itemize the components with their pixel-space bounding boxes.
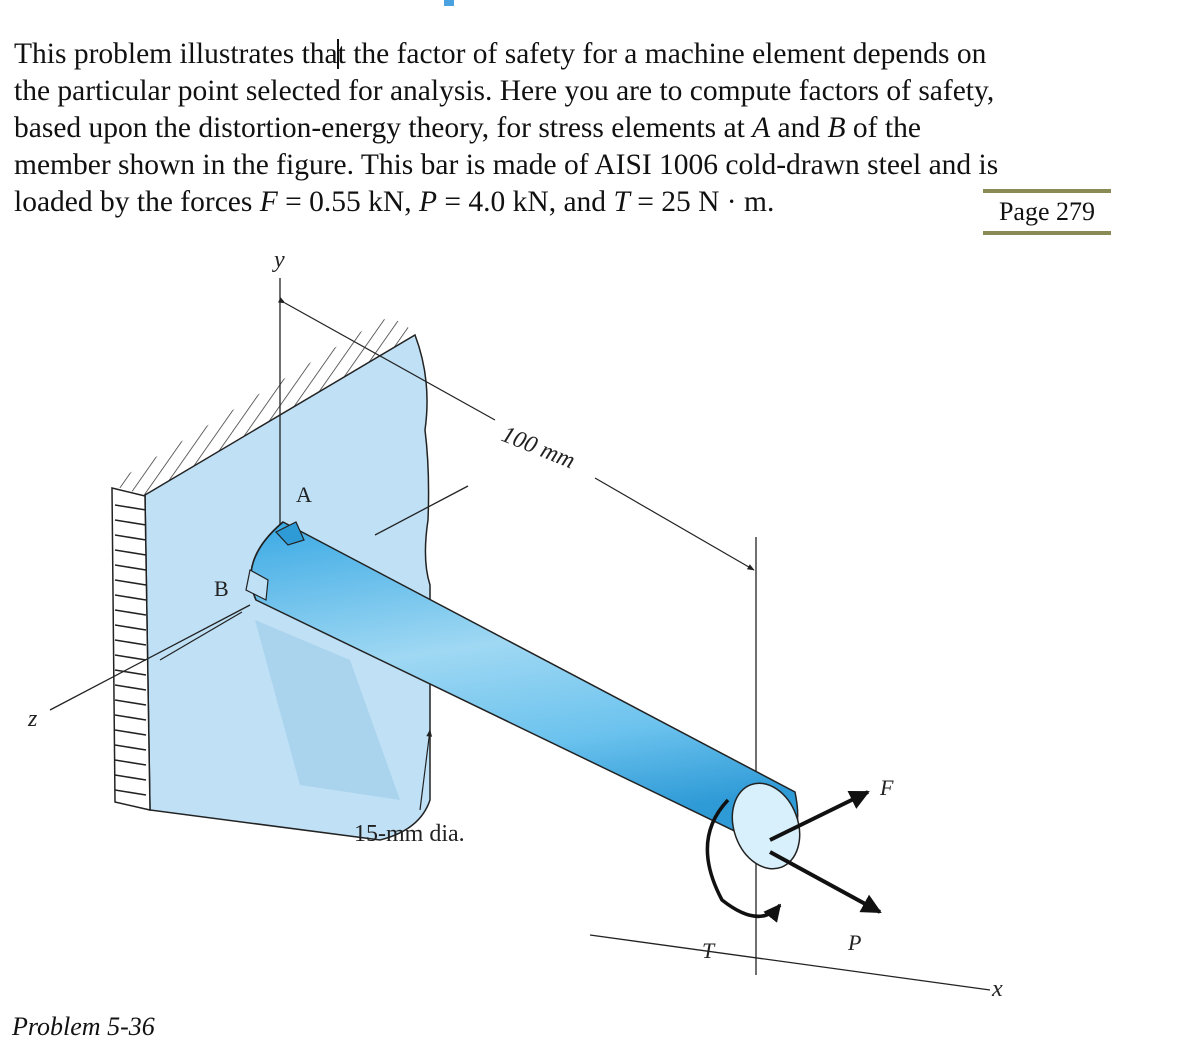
y-axis-label: y xyxy=(272,247,285,273)
wall-top-hatch xyxy=(110,319,415,495)
point-b-label: B xyxy=(214,576,229,601)
text-cursor-marker xyxy=(444,0,454,6)
problem-line-2: the particular point selected for analys… xyxy=(14,75,995,107)
wall-ref-line-a xyxy=(374,485,469,536)
problem-line-1: This problem illustrates that the factor… xyxy=(14,38,987,70)
force-p-label: P xyxy=(847,930,861,955)
z-axis-label: z xyxy=(27,706,38,732)
point-a-element xyxy=(275,521,305,546)
figure: y z x A B 100 mm 15-mm dia. F P T xyxy=(0,240,1194,1030)
wall-side-ticks xyxy=(114,504,147,796)
z-axis-line xyxy=(49,604,251,711)
problem-line-3: based upon the distortion-energy theory,… xyxy=(14,112,921,144)
problem-statement: This problem illustrates that the factor… xyxy=(14,36,1114,221)
force-f-arrow xyxy=(769,790,870,842)
diameter-leader xyxy=(419,729,433,811)
force-f-label: F xyxy=(879,775,894,800)
problem-caption: Problem 5-36 xyxy=(12,1012,155,1041)
page-reference: Page 279 xyxy=(983,189,1111,235)
wall-side-hatch xyxy=(111,487,151,811)
diameter-label: 15-mm dia. xyxy=(354,821,465,847)
x-axis-line xyxy=(589,934,991,991)
problem-line-4: member shown in the figure. This bar is … xyxy=(14,149,999,181)
wall-shadow xyxy=(255,620,400,800)
text-caret xyxy=(336,39,339,69)
bar xyxy=(159,521,801,870)
x-axis-label: x xyxy=(991,976,1003,1002)
beam-diagram: y z x A B 100 mm 15-mm dia. F P T xyxy=(27,247,1003,1002)
b-ref-line xyxy=(159,611,243,661)
problem-line-5: loaded by the forces F = 0.55 kN, P = 4.… xyxy=(14,186,775,218)
forces xyxy=(705,790,882,923)
length-label: 100 mm xyxy=(498,421,579,474)
point-a-label: A xyxy=(296,482,312,507)
axes xyxy=(49,278,991,991)
force-p-arrow xyxy=(769,850,882,914)
torque-t-arrow xyxy=(705,798,782,923)
bar-end-face xyxy=(731,782,801,870)
point-b-element xyxy=(245,569,269,601)
torque-t-label: T xyxy=(702,938,716,963)
wall xyxy=(110,319,431,841)
dimension-100mm xyxy=(277,297,755,571)
